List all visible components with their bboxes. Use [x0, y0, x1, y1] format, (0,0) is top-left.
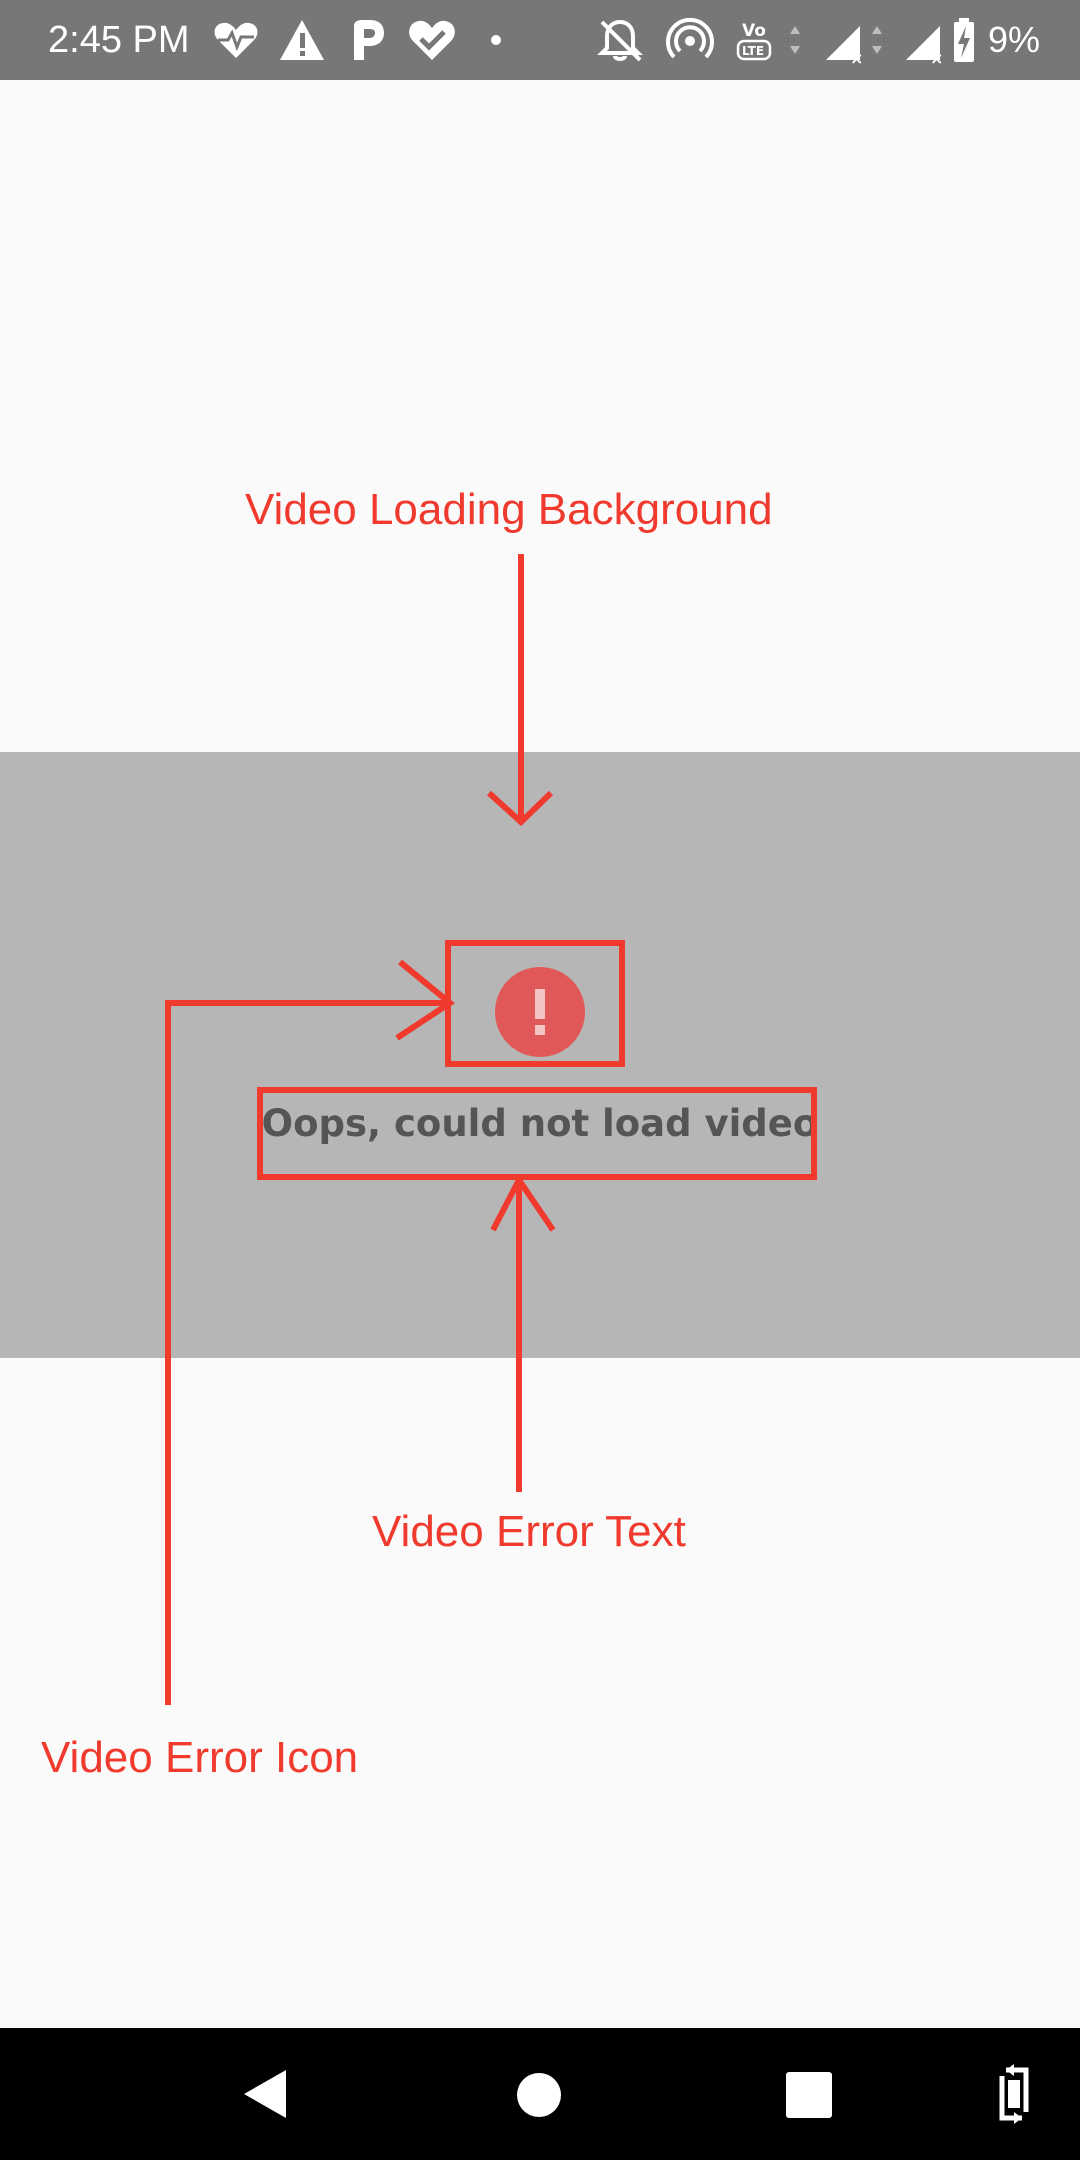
battery-charging-icon: [954, 18, 974, 62]
warning-icon: [280, 20, 324, 60]
recents-icon[interactable]: [786, 2072, 832, 2118]
exclamation-circle-icon: [495, 967, 585, 1057]
volte-icon: Vo LTE: [736, 21, 772, 61]
svg-text:Vo: Vo: [742, 21, 766, 41]
svg-text:×: ×: [850, 49, 863, 66]
status-bar: 2:45 PM Vo LTE ×: [0, 0, 1080, 80]
notifications-off-icon: [597, 19, 643, 62]
back-icon[interactable]: [240, 2068, 290, 2120]
heart-check-icon: [409, 20, 455, 60]
status-time: 2:45 PM: [48, 19, 190, 61]
p-app-icon: [354, 20, 384, 60]
svg-text:LTE: LTE: [742, 44, 764, 58]
data-arrows-icon: [790, 26, 800, 54]
data-arrows-icon: [872, 26, 882, 54]
signal-x-icon: ×: [826, 26, 863, 66]
signal-x-icon: ×: [906, 26, 943, 66]
dot-icon: [491, 35, 501, 45]
home-icon[interactable]: [516, 2072, 562, 2118]
video-error-text: Oops, could not load video: [261, 1102, 819, 1145]
rotate-icon[interactable]: [994, 2064, 1034, 2124]
hotspot-icon: [666, 17, 714, 59]
battery-percent: 9%: [988, 19, 1041, 60]
health-heart-pulse-icon: [214, 22, 258, 58]
navigation-bar: [0, 2028, 1080, 2160]
svg-text:×: ×: [930, 49, 943, 66]
